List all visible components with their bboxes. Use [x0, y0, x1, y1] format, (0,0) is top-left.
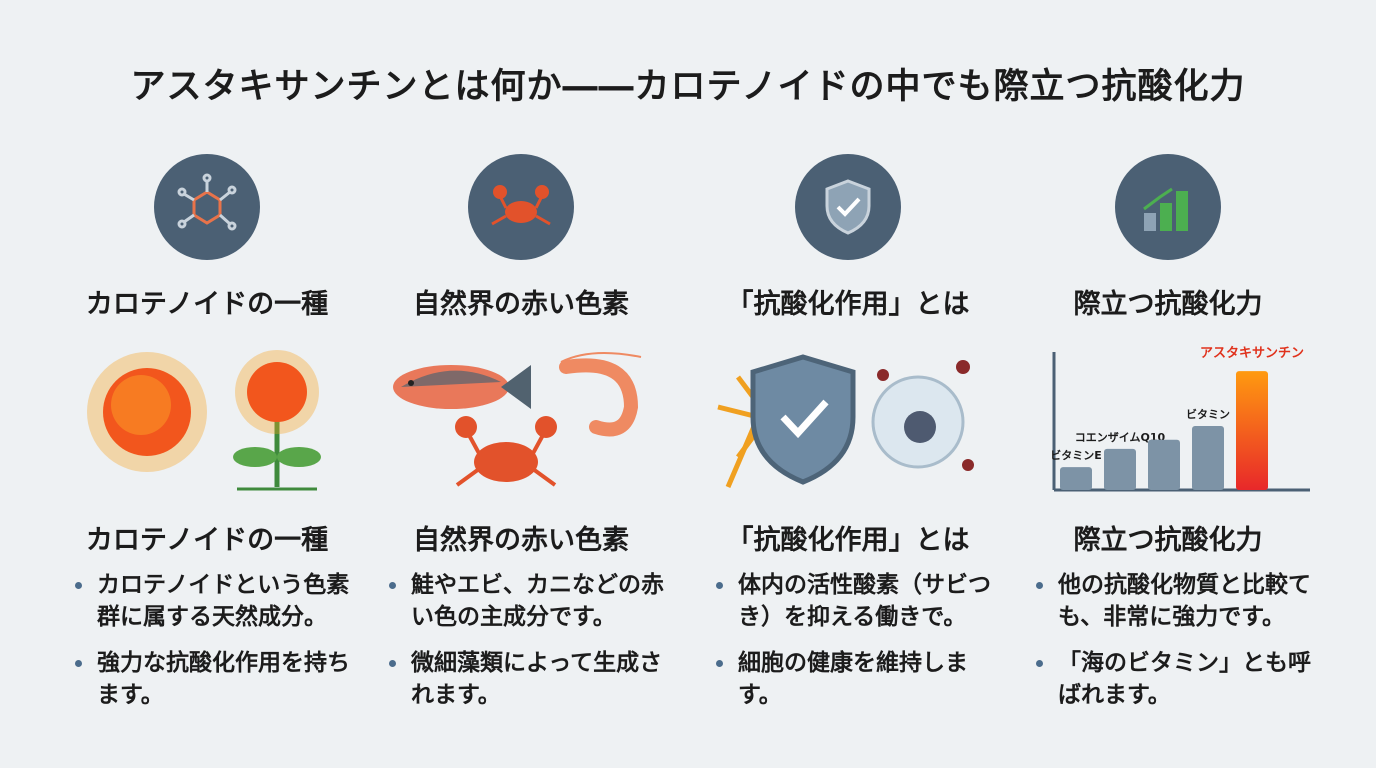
column-subheading: 「抗酸化作用」とは — [726, 525, 970, 556]
shield-cell-illustration — [688, 342, 1008, 502]
bar-label: コエンザイムQ10 — [1075, 431, 1166, 444]
bar — [1104, 448, 1136, 490]
bar-label: ビタミンE — [1050, 448, 1102, 462]
bullet-item: 体内の活性酸素（サビつき）を抑える働きで。 — [716, 569, 1008, 633]
comparison-chart: ビタミンE コエンザイムQ10 ビタミン アスタキサンチン — [1008, 342, 1328, 502]
molecule-icon — [154, 154, 260, 260]
bullet-list: カロテノイドという色素群に属する天然成分。 強力な抗酸化作用を持ちます。 — [47, 569, 367, 711]
bullet-list: 他の抗酸化物質と比較ても、非常に強力です。 「海のビタミン」とも呼ばれます。 — [1008, 569, 1328, 711]
bullet-item: 細胞の健康を維持します。 — [716, 647, 1008, 711]
column-red-pigment: 自然界の赤い色素 自然界の赤い色素 鮭やエビ、カニなどの赤い色の主成分です。 微… — [361, 150, 681, 725]
sun-flower-illustration — [47, 342, 367, 502]
bar-label: ビタミン — [1186, 407, 1230, 421]
bar — [1192, 426, 1224, 490]
bar-label: アスタキサンチン — [1200, 346, 1304, 361]
column-comparison: 際立つ抗酸化力 ビタミンE コエンザイムQ10 ビタミン アスタキサンチン 際立つ抗酸… — [1008, 150, 1328, 725]
column-subheading: 自然界の赤い色素 — [413, 525, 629, 556]
bar — [1236, 371, 1268, 490]
bullet-item: 他の抗酸化物質と比較ても、非常に強力です。 — [1036, 569, 1328, 633]
cell-icon — [871, 360, 974, 471]
bullet-list: 体内の活性酸素（サビつき）を抑える働きで。 細胞の健康を維持します。 — [688, 569, 1008, 711]
sun-icon — [87, 352, 207, 472]
salmon-icon — [393, 365, 531, 409]
seafood-illustration — [361, 342, 681, 502]
bullet-item: 微細藻類によって生成されます。 — [389, 647, 681, 711]
bar-growth-icon — [1115, 154, 1221, 260]
bullet-item: 強力な抗酸化作用を持ちます。 — [75, 647, 367, 711]
crab-icon — [455, 416, 557, 487]
shrimp-icon — [559, 352, 642, 437]
shield-check-icon — [750, 354, 856, 485]
column-subheading: 際立つ抗酸化力 — [1073, 525, 1263, 556]
column-subheading: カロテノイドの一種 — [85, 525, 329, 556]
bullet-item: カロテノイドという色素群に属する天然成分。 — [75, 569, 367, 633]
bullet-list: 鮭やエビ、カニなどの赤い色の主成分です。 微細藻類によって生成されます。 — [361, 569, 681, 711]
crab-icon — [468, 154, 574, 260]
bullet-item: 鮭やエビ、カニなどの赤い色の主成分です。 — [389, 569, 681, 633]
flower-icon — [233, 350, 321, 491]
page-title: アスタキサンチンとは何か――カロテノイドの中でも際立つ抗酸化力 — [130, 67, 1246, 107]
column-carotenoid: カロテノイドの一種 カロテノイドの一種 カロテノイドという色素群に属する天然成分… — [47, 150, 367, 725]
bullet-item: 「海のビタミン」とも呼ばれます。 — [1036, 647, 1328, 711]
column-heading: 際立つ抗酸化力 — [1073, 289, 1263, 320]
column-antioxidant: 「抗酸化作用」とは 「抗酸化作用」とは 体内の活性酸素（サビつき）を抑える働きで… — [688, 150, 1008, 725]
column-heading: 自然界の赤い色素 — [413, 289, 629, 320]
shield-check-icon — [795, 154, 901, 260]
column-heading: 「抗酸化作用」とは — [726, 289, 970, 320]
column-heading: カロテノイドの一種 — [85, 289, 329, 320]
bar — [1060, 467, 1092, 490]
bar — [1148, 439, 1180, 490]
